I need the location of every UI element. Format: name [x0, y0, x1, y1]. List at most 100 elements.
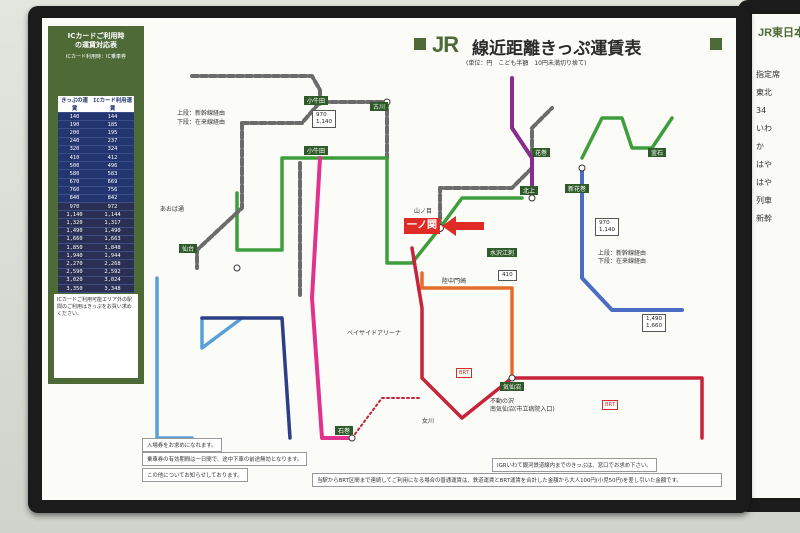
adjacent-poster: JR東日本 指定席 東北 34 いわ か はや はや 列車 新幹: [752, 14, 800, 498]
station-badge-kogota2: 小牛田: [304, 146, 329, 155]
line-senseki-blue: [200, 316, 244, 350]
station-label-yamanome: 山ノ目: [414, 208, 433, 215]
ic-col-ticket: きっぷの運賃: [58, 96, 92, 113]
ic-ticket-fare: 970: [58, 202, 92, 212]
station-label-aobadori: あおば通: [160, 206, 185, 213]
line-main-dash-2: [240, 100, 322, 125]
ic-card-fare: 3,024: [91, 276, 134, 285]
line-senseki-green: [235, 156, 334, 252]
ic-ticket-fare: 1,320: [58, 218, 92, 228]
station-badge-shinhanamaki: 新花巻: [565, 184, 590, 193]
line-ofunato-orange: [420, 271, 514, 380]
ic-ticket-fare: 1,490: [58, 227, 92, 236]
ic-ticket-fare: 140: [58, 112, 92, 122]
ic-card-fare: 412: [91, 153, 134, 163]
station-dot-ishinomaki: [348, 434, 356, 442]
ic-ticket-fare: 1,660: [58, 235, 92, 245]
footnote-igr: IGRいわて銀河鉄道線内までのきっぷは、窓口でお求め下さい。: [492, 458, 657, 472]
ic-ticket-fare: 200: [58, 128, 92, 138]
line-senseki-navy: [200, 316, 292, 440]
ic-ticket-fare: 760: [58, 186, 92, 195]
ic-ticket-fare: 3,350: [58, 284, 92, 294]
station-badge-hanamaki: 花巻: [532, 148, 551, 157]
station-badge-ishinomaki: 石巻: [335, 426, 354, 435]
station-dot-kitakami: [528, 194, 536, 202]
station-badge-kitakami: 北上: [520, 186, 539, 195]
station-label-fudo: 不動の沢: [490, 398, 515, 405]
station-label-onagawa: 女川: [422, 418, 435, 425]
poster-title-text: 線近距離きっぷ運賃表: [472, 39, 642, 59]
ic-panel-subtitle: ICカード利用時：IC乗車券: [66, 54, 126, 60]
ic-ticket-fare: 500: [58, 161, 92, 171]
ic-ticket-fare: 2,590: [58, 268, 92, 277]
ic-panel-title: ICカードご利用時 の運賃対応表: [67, 32, 125, 49]
ic-ticket-fare: 190: [58, 120, 92, 130]
ic-panel-note: ICカードご利用可能エリア外の駅間のご利用はきっぷをお買い求めください。: [54, 294, 138, 378]
legend-shinkansen: 上段：新幹線経由: [177, 110, 226, 117]
ic-col-ic: ICカード利用運賃: [91, 96, 134, 113]
ic-card-fare: 237: [91, 137, 134, 146]
ic-card-fare: 324: [91, 145, 134, 154]
ic-card-fare: 669: [91, 178, 134, 187]
ic-ticket-fare: 580: [58, 169, 92, 179]
adjacent-poster-text: 指定席 東北 34 いわ か はや はや 列車 新幹: [756, 70, 780, 223]
adjacent-poster-brand: JR東日本: [758, 27, 800, 39]
legend-conventional-2: 下段：在来線経由: [598, 258, 647, 265]
current-station-ichinoseki: 一ノ関: [404, 218, 440, 234]
ic-card-fare: 1,490: [91, 227, 134, 236]
ic-ticket-fare: 1,940: [58, 251, 92, 261]
ic-card-fare: 1,144: [91, 210, 134, 220]
line-kamaishi-blue: [580, 166, 684, 312]
ic-ticket-fare: 1,140: [58, 210, 92, 220]
footnote-other: この他についてお知らせしております。: [142, 468, 248, 482]
station-badge-sendai: 仙台: [179, 244, 198, 253]
line-tohoku-top: [190, 74, 322, 102]
footnote-entry-ticket: 入場券をお求めになれます。: [142, 438, 222, 452]
ic-card-fare: 842: [91, 194, 134, 204]
ic-card-fare: 972: [91, 202, 134, 212]
station-badge-kesennuma: 気仙沼: [500, 382, 525, 391]
ic-ticket-fare: 320: [58, 145, 92, 154]
line-brt-dots: [351, 397, 423, 439]
legend-conventional: 下段：在来線経由: [177, 119, 226, 126]
line-ofunato-red: [410, 246, 514, 420]
footnote-brt-fare: 当駅からBRT区間まで連続してご利用になる場合の普通運賃は、鉄道運賃とBRT運賃…: [312, 473, 722, 487]
station-badge-kamaishi: 釜石: [648, 148, 667, 157]
line-kesennuma-red: [510, 376, 704, 440]
ic-ticket-fare: 3,020: [58, 276, 92, 285]
route-map: [155, 74, 704, 442]
ic-card-fare: 496: [91, 161, 134, 171]
ic-card-fare: 3,348: [91, 284, 134, 294]
line-ofunato-green: [330, 156, 524, 265]
ic-card-fare: 2,268: [91, 259, 134, 269]
station-label-kesennuma-note: 南気仙沼(市立病院入口): [490, 406, 555, 413]
ic-ticket-fare: 1,850: [58, 243, 92, 253]
brt-legend-1: BRT: [456, 368, 472, 378]
fare-unit-note: (単位：円 こども半額 10円未満切り捨て): [466, 60, 587, 67]
ic-ticket-fare: 410: [58, 153, 92, 163]
line-tazawako-green: [580, 116, 674, 160]
line-senzan-blue: [155, 276, 194, 440]
jr-logo: JR: [432, 32, 459, 57]
station-dot-hanamaki: [578, 164, 586, 172]
ic-card-fare: 195: [91, 128, 134, 138]
ic-card-fare: 1,944: [91, 251, 134, 261]
station-label-arena: ベイサイドアリーナ: [347, 330, 402, 337]
